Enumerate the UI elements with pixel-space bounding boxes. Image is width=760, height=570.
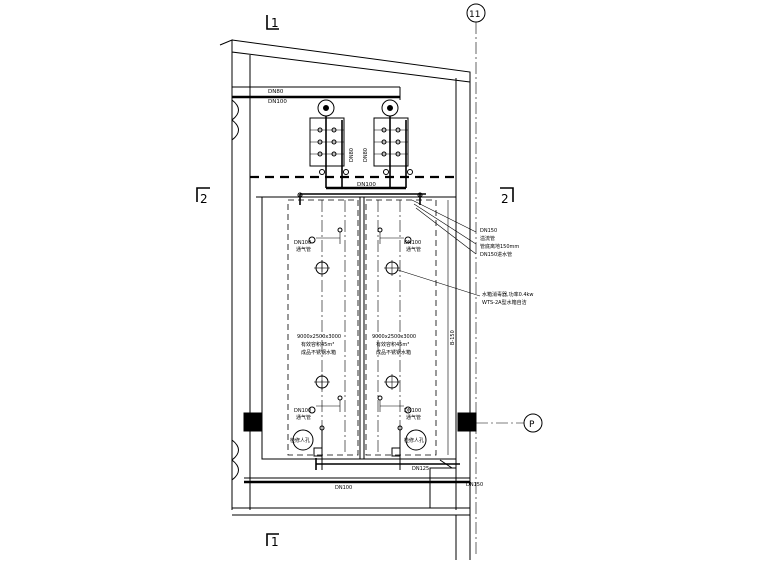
callout-disinfector-line2: WTS-2A型水箱自洁 <box>482 299 527 306</box>
section-mark-top: 1 <box>266 15 279 30</box>
callout-overflow-line4: DN150进水管 <box>480 251 512 258</box>
tank-right-vent-name-top: 通气管 <box>406 246 421 253</box>
bottom-piping: DN125 DN100 DN150 <box>244 425 483 491</box>
tank-right-spec-3: 成品不锈钢水箱 <box>376 349 411 356</box>
tank-right-spec-1: 9000x2500x3000 <box>372 334 416 340</box>
section-mark-right-label: 2 <box>501 192 509 206</box>
tank-left-spec-3: 成品不锈钢水箱 <box>301 349 336 356</box>
pipe-label-dn100-top: DN100 <box>268 99 287 105</box>
tank-left-spec-1: 9000x2500x3000 <box>297 334 341 340</box>
pipe-label-dn80-vert2: DN80 <box>363 148 369 162</box>
section-mark-bottom: 1 <box>266 533 279 549</box>
axis-bubble-11: 11 <box>466 3 486 555</box>
tank-enclosure <box>256 196 457 460</box>
tank-left-vent-label-bottom: DN100 <box>294 408 311 414</box>
tank-left-vent-name-top: 通气管 <box>296 246 311 253</box>
callout-disinfector-line1: 水箱消毒器,功率0.4kw <box>482 291 534 298</box>
pipe-label-dn80-vert: DN80 <box>349 148 355 162</box>
column-right <box>457 412 477 432</box>
pipe-label-dn125: DN125 <box>412 466 429 472</box>
tank-right-disinfector-bottom <box>384 374 400 390</box>
section-mark-right: 2 <box>500 187 514 206</box>
pipe-label-dn80: DN80 <box>268 89 284 95</box>
tank-left-disinfector-top <box>314 260 330 276</box>
pump-set-left: DN80 <box>309 99 355 188</box>
section-mark-bottom-label: 1 <box>271 535 279 549</box>
tank-left-vent-label-top: DN100 <box>294 240 311 246</box>
section-mark-top-label: 1 <box>271 16 279 30</box>
tank-left-manhole <box>292 429 314 451</box>
callout-disinfector: 水箱消毒器,功率0.4kw WTS-2A型水箱自洁 <box>397 269 534 306</box>
callout-overflow-line2: 溢流管 <box>480 235 495 242</box>
column-left <box>243 412 263 432</box>
callout-overflow-line3: 管底离地150mm <box>480 243 519 250</box>
tank-right: DN100 通气管 9000x2500x3000 有效容积45m³ 成品不锈钢水… <box>359 197 437 459</box>
dim-vertical: B-150 <box>447 200 456 455</box>
pipe-label-dn100-header: DN100 <box>357 182 376 188</box>
pump-set-right: DN80 <box>363 99 413 188</box>
tank-right-manhole <box>405 429 427 451</box>
tank-right-vent-label-top: DN100 <box>404 240 421 246</box>
tank-right-spec-2: 有效容积45m³ <box>376 341 409 348</box>
pipe-label-dn150-bottom: DN150 <box>466 482 483 488</box>
tank-right-vent-label-bottom: DN100 <box>404 408 421 414</box>
section-mark-left: 2 <box>196 187 210 206</box>
tank-right-manhole-label: 检修人孔 <box>404 437 424 444</box>
axis-bubble-p: P <box>476 413 543 433</box>
tank-right-disinfector-top <box>384 260 400 276</box>
tank-left-spec-2: 有效容积45m³ <box>301 341 334 348</box>
axis-label-11: 11 <box>469 10 480 20</box>
callout-overflow: DN150 溢流管 管底离地150mm DN150进水管 <box>411 199 519 258</box>
dim-vertical-label: B-150 <box>450 330 456 345</box>
pipe-label-dn100-bottom: DN100 <box>335 485 352 491</box>
tank-left-manhole-label: 检修人孔 <box>290 437 310 444</box>
tank-left-disinfector-bottom <box>314 374 330 390</box>
tank-left-vent-name-bottom: 通气管 <box>296 414 311 421</box>
top-piping: DN80 DN100 <box>232 86 401 105</box>
tank-right-vent-name-bottom: 通气管 <box>406 414 421 421</box>
axis-label-p: P <box>529 420 535 430</box>
section-mark-left-label: 2 <box>200 192 208 206</box>
callout-overflow-line1: DN150 <box>480 228 497 234</box>
tank-left: DN100 通气管 9000x2500x3000 有效容积45m³ 成品不锈钢水… <box>287 199 359 456</box>
